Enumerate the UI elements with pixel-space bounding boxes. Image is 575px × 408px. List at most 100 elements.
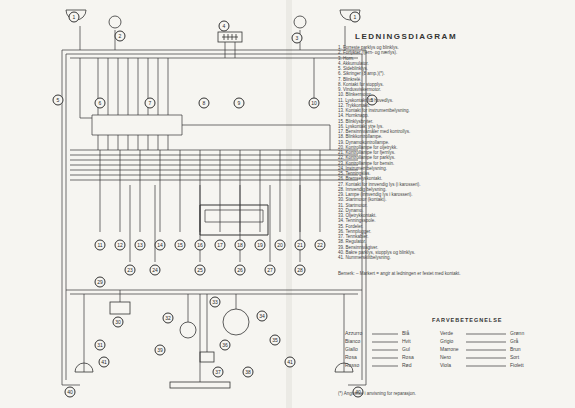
wire [280,150,281,232]
legend-item: 3. Horn. [338,57,354,62]
color-value: Blå [402,331,409,336]
legend-item: 38. Regulator. [338,240,366,245]
wire [108,58,109,150]
dynamo [223,309,249,335]
callout-number: 37 [213,367,224,378]
wire [80,58,330,150]
legend-item: 9. Vindusviskermotor. [338,88,381,93]
legend-item: 13. Kontakt for instrumentbelysning. [338,109,410,114]
color-name: Giallo [345,347,358,352]
callout-number: 11 [95,240,106,251]
callout-number: 6 [95,98,106,109]
legend-item: 4. Akkumulator. [338,62,369,67]
color-value: Grå [510,339,518,344]
wire [270,185,271,262]
callout-number: 1 [350,12,361,23]
wire [128,58,129,150]
callout-number: 15 [175,240,186,251]
wire [260,150,261,232]
legend-item: 28. Innvendig belysning. [338,188,387,193]
callout-number: 2 [115,31,126,42]
legend-item: 8. Kontakt for stopplys. [338,83,384,88]
wire [320,150,321,232]
wire [168,58,169,150]
wire [118,58,119,150]
callout-number: 28 [295,265,306,276]
wire [70,160,358,161]
callout-number: 34 [257,311,268,322]
color-value: Rosa [402,355,414,360]
legend-item: 33. Oljetrykkontakt. [338,214,377,219]
rear-lamp [75,363,93,372]
title: LEDNINGSDIAGRAM [355,33,457,41]
callout-number: 32 [163,313,174,324]
callout-number: 3 [292,33,303,44]
callout-number: 14 [155,240,166,251]
component-symbols [66,10,360,388]
callout-number: 25 [195,265,206,276]
legend-item: 25. Tenningslås. [338,172,370,177]
callout-number: 29 [95,277,106,288]
callout-number: 4 [219,21,230,32]
color-name: Marrone [440,347,459,352]
legend-item: 23. Kontrollampe for bensin. [338,162,394,167]
legend-item: 22. Kontrollampe for parklys. [338,156,395,161]
legend-item: 20. Kontrollampe for oljetrykk. [338,146,398,151]
legend-item: 6. Sikringer (8 amp.)(*). [338,72,385,77]
callout-number: 38 [243,367,254,378]
color-table-heading: FARVEBETEGNELSE [432,318,503,324]
battery [218,32,242,42]
callout-number: 8 [199,98,210,109]
callout-number: 41 [99,357,110,368]
callout-number: 13 [135,240,146,251]
color-name: Verde [440,331,453,336]
callout-number: 5 [53,95,64,106]
legend-item: 5. Sideblinklys. [338,67,368,72]
legend-item: 29. Lampe (innvendig lys i karosseri). [338,193,413,198]
legend-item: 37. Tennkabler. [338,235,368,240]
wire [100,150,101,232]
legend-item: 16. Lyskontakt ytre lys. [338,125,384,130]
legend-item: 7. Blinkrelé. [338,78,362,83]
legend-item: 31. Startmotor. [338,204,368,209]
legend-item: 10. Blinkermotor. [338,93,372,98]
callout-number: 18 [235,240,246,251]
color-name: Nero [440,355,451,360]
legend-item: 40. Bakre parklys, stopplys og blinklys. [338,251,415,256]
wire [70,175,358,176]
wire [70,170,358,171]
coil [200,352,214,362]
page-fold [286,0,292,408]
note: Bemerk: – Markert = angir at ledningen e… [338,272,460,277]
legend-item: 39. Bensinnivågiver. [338,246,378,251]
headlamp [109,16,121,28]
wire [140,150,141,232]
color-name: Bianco [345,339,360,344]
callout-number: 21 [295,240,306,251]
color-table-dashes [372,334,506,366]
callout-number: 39 [155,345,166,356]
legend-item: 30. Startmotor (kontakt). [338,198,387,203]
callout-number: 20 [275,240,286,251]
headlamp [294,16,306,28]
callout-number: 1 [69,12,80,23]
wire [70,180,358,181]
callout-number: 19 [255,240,266,251]
callout-number: 10 [309,98,320,109]
footnote: (*) Angivelse i anvisning for reparasjon… [338,392,416,397]
wire [180,150,181,232]
color-name: Grigio [440,339,453,344]
color-name: Viola [440,363,451,368]
callout-number: 23 [125,265,136,276]
legend-item: 18. Blinkkontrollampe. [338,135,382,140]
legend-item: 15. Blinklysbryter. [338,120,373,125]
wire [84,290,344,382]
legend-item: 27. Kontakt for innvendig lys (i karosse… [338,183,421,188]
callout-number: 31 [95,340,106,351]
callout-number: 24 [150,265,161,276]
wire [160,150,161,232]
legend-item: 14. Hornknapp. [338,114,369,119]
callout-number: 41 [285,357,296,368]
starter-motor [110,302,130,314]
